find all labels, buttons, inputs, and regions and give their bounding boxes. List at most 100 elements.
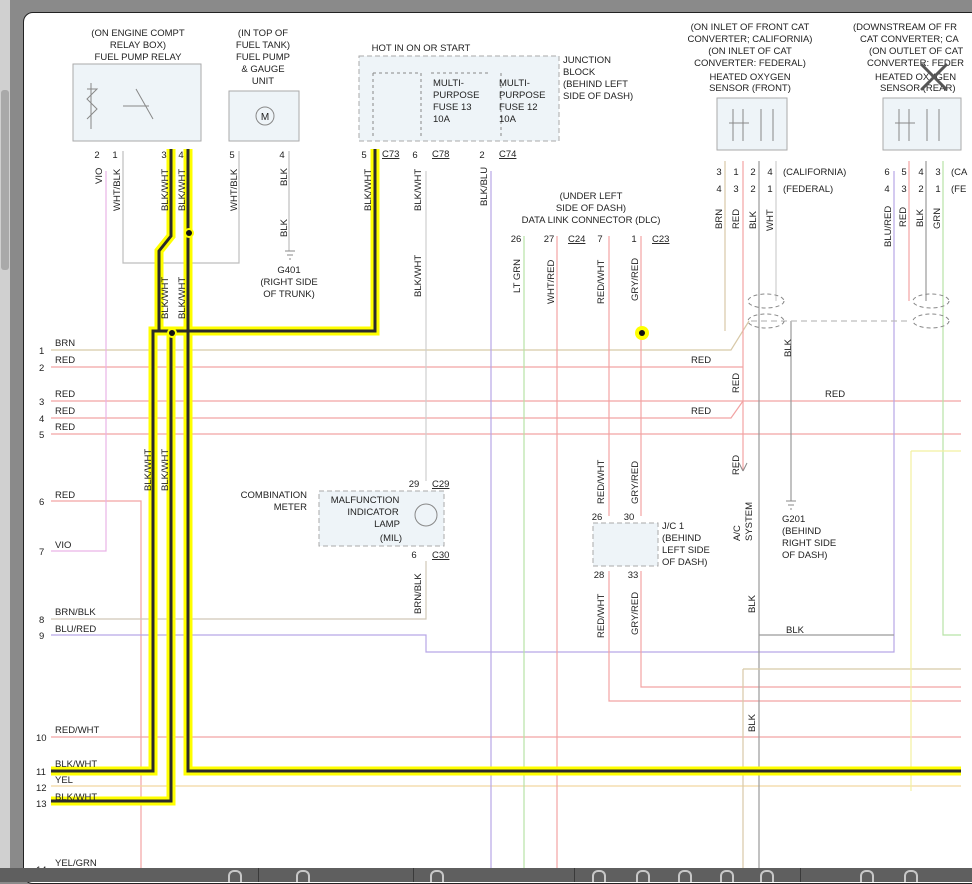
relay-coil-icon <box>86 83 99 129</box>
o2r-name-1: HEATED OXYGEN <box>875 72 956 83</box>
pin-number: 3 <box>935 167 940 178</box>
wire-label: BLK <box>915 208 926 227</box>
row-wire-label: RED <box>55 355 75 366</box>
toolbar-divider <box>413 868 414 882</box>
pin-number: 6 <box>412 150 417 161</box>
wire-label: BLU/RED <box>883 206 894 247</box>
scrollbar-thumb[interactable] <box>1 90 9 270</box>
toolbar-divider <box>574 868 575 882</box>
close-icon[interactable] <box>914 57 954 97</box>
pin-number: 4 <box>918 167 923 178</box>
pin-number: 26 <box>592 512 603 523</box>
pin-number: 4 <box>767 167 772 178</box>
zoom-in-icon[interactable] <box>296 870 310 882</box>
wire-label: BLK/WHT <box>177 277 188 319</box>
pin-number: 5 <box>229 150 234 161</box>
o2f-location-4: CONVERTER: FEDERAL) <box>694 58 806 69</box>
row-number: 6 <box>39 497 44 508</box>
pin-number: 4 <box>178 150 183 161</box>
row-number: 9 <box>39 631 44 642</box>
g401-location-1: (RIGHT SIDE <box>260 277 317 288</box>
pin-number: 1 <box>935 184 940 195</box>
wire-label: RED <box>731 209 742 229</box>
wire-label: BLK/WHT <box>160 169 171 211</box>
wire-label: BLK <box>279 218 290 237</box>
pin-number: 1 <box>112 150 117 161</box>
pin-number: 30 <box>624 512 635 523</box>
row-wire-label: YEL/GRN <box>55 858 97 869</box>
fullscreen-icon[interactable] <box>904 870 918 882</box>
pin-number: 3 <box>901 184 906 195</box>
print-icon[interactable] <box>592 870 606 882</box>
rotate-icon[interactable] <box>678 870 692 882</box>
pin-number: 4 <box>279 150 284 161</box>
o2f-location-1: (ON INLET OF FRONT CAT <box>691 22 810 33</box>
wire-label: BLK <box>279 167 290 186</box>
wire-label: LT GRN <box>512 259 523 293</box>
o2f-name-1: HEATED OXYGEN <box>709 72 790 83</box>
wire-label: WHT/BLK <box>229 168 240 211</box>
share-icon[interactable] <box>760 870 774 882</box>
o2-front-sensor-box <box>716 97 788 151</box>
relay-location-1: (ON ENGINE COMPT <box>91 28 185 39</box>
pump-location-1: (IN TOP OF <box>238 28 288 39</box>
download-icon[interactable] <box>720 870 734 882</box>
page-icon[interactable] <box>430 870 444 882</box>
fuse13-1: MULTI- <box>433 78 464 89</box>
dlc-name: DATA LINK CONNECTOR (DLC) <box>522 215 661 226</box>
ground-icon <box>285 250 295 260</box>
menu-icon[interactable] <box>860 870 874 882</box>
pump-name-1: FUEL PUMP <box>236 52 290 63</box>
pin-number: 27 <box>544 234 555 245</box>
wire-label: BLK/WHT <box>143 449 154 491</box>
wire-label: RED <box>731 455 742 475</box>
pin-number: 2 <box>918 184 923 195</box>
vertical-scrollbar[interactable] <box>0 0 10 882</box>
o2r-location-3: (ON OUTLET OF CAT <box>869 46 963 57</box>
pump-location-2: FUEL TANK) <box>236 40 290 51</box>
fuse13-2: PURPOSE <box>433 90 479 101</box>
zoom-out-icon[interactable] <box>228 870 242 882</box>
wire-label: RED/WHT <box>596 593 607 638</box>
pump-name-3: UNIT <box>252 76 274 87</box>
relay-switch-icon <box>123 88 154 120</box>
connector-c30: C30 <box>432 550 449 561</box>
wire-label: VIO <box>94 168 105 184</box>
wire-label: BLK <box>747 594 758 613</box>
wire-label: RED <box>825 389 845 400</box>
row-number: 5 <box>39 430 44 441</box>
pin-number: 1 <box>767 184 772 195</box>
jc1-location-3: OF DASH) <box>662 557 707 568</box>
wire-label: BRN <box>714 209 725 229</box>
wiring-diagram-sheet: (ON ENGINE COMPT RELAY BOX) FUEL PUMP RE… <box>23 12 972 884</box>
row-wire-label: BLK/WHT <box>55 759 97 770</box>
jc1-name: J/C 1 <box>662 521 684 532</box>
wire-label: BLK/WHT <box>160 277 171 319</box>
ac-label-1: A/C <box>732 525 743 541</box>
row-wire-label: VIO <box>55 540 71 551</box>
row-number: 13 <box>36 799 47 810</box>
row-wire-label: BLU/RED <box>55 624 96 635</box>
o2f-fed-label: (FEDERAL) <box>783 184 833 195</box>
fuse12-4: 10A <box>499 114 517 125</box>
wire-label: GRY/RED <box>630 592 641 635</box>
o2f-ca-label: (CALIFORNIA) <box>783 167 846 178</box>
pin-number: 2 <box>479 150 484 161</box>
wire-label: BLK/WHT <box>177 169 188 211</box>
row-wire-label: RED <box>55 422 75 433</box>
pin-number: 29 <box>409 479 420 490</box>
connector-c73: C73 <box>382 149 399 160</box>
wire-label: GRN <box>932 208 943 229</box>
o2f-location-3: (ON INLET OF CAT <box>708 46 792 57</box>
wire-label: BLK <box>747 713 758 732</box>
g201-name: G201 <box>782 514 805 525</box>
ac-label-2: SYSTEM <box>744 502 755 541</box>
pin-number: 3 <box>733 184 738 195</box>
o2r-name-2: SENSOR (REAR) <box>880 83 955 94</box>
search-icon[interactable] <box>636 870 650 882</box>
row-number: 4 <box>39 414 44 425</box>
row-wire-label: BRN <box>55 338 75 349</box>
mil-3: LAMP <box>374 519 400 530</box>
dlc-location-1: (UNDER LEFT <box>560 191 623 202</box>
row-wire-label: RED <box>55 389 75 400</box>
